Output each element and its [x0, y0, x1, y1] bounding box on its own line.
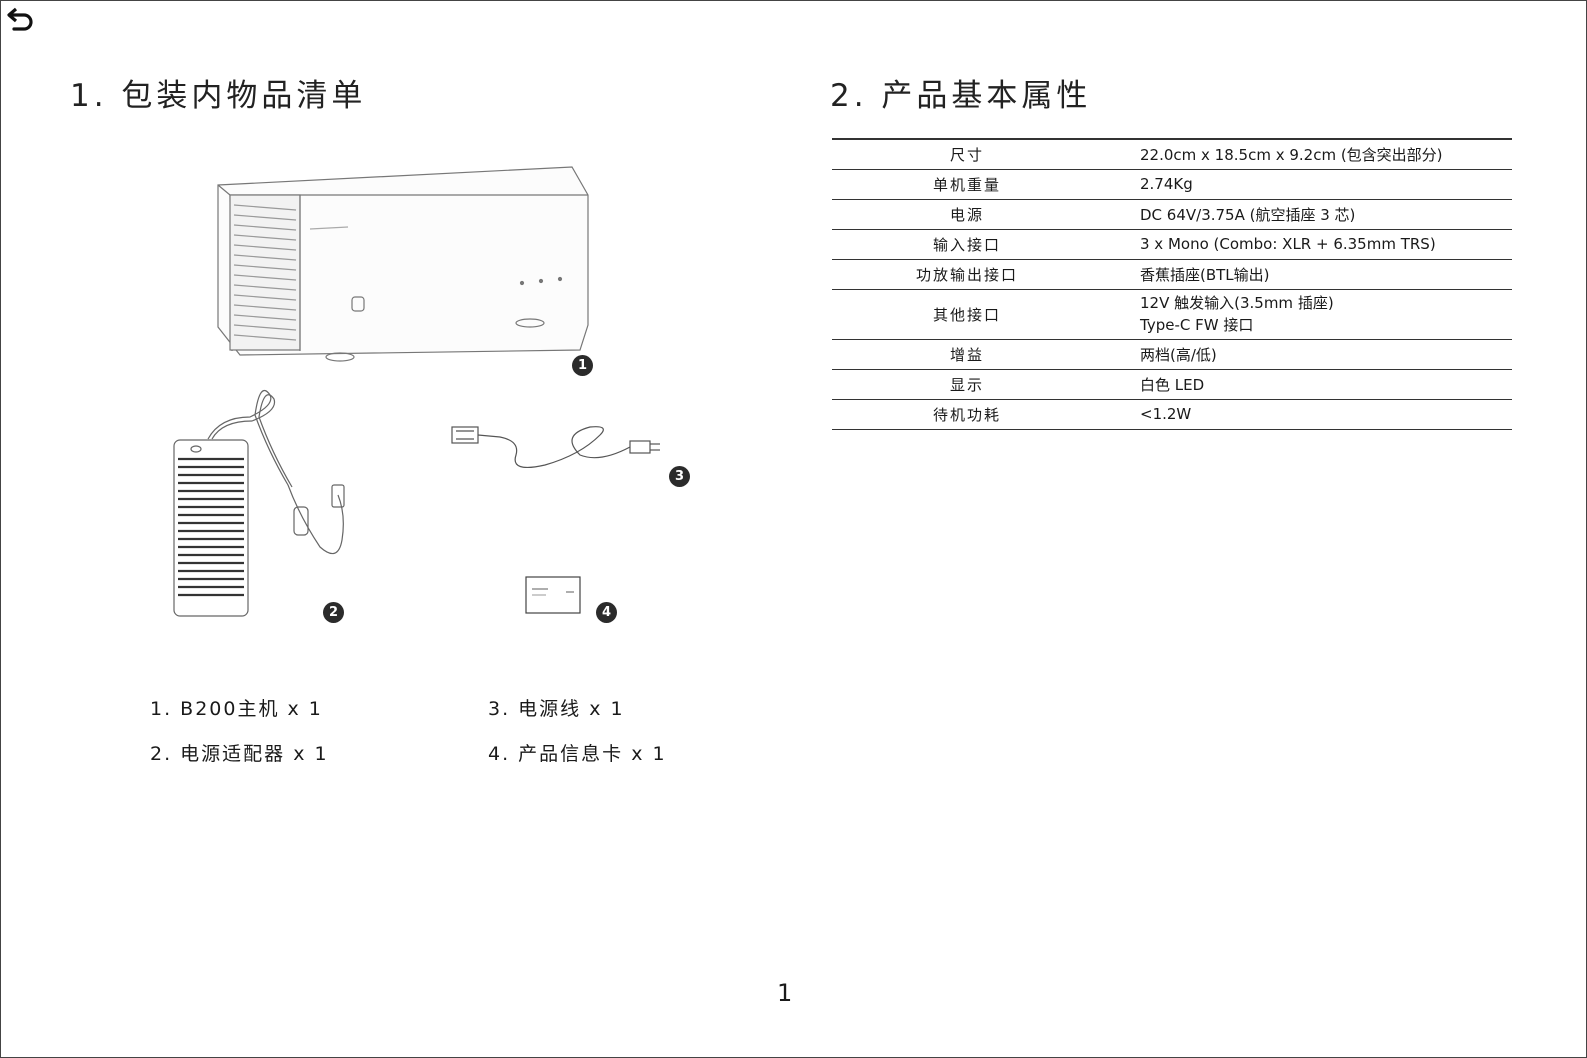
item-badge-3: 3	[669, 466, 690, 487]
spec-value: 3 x Mono (Combo: XLR + 6.35mm TRS)	[1102, 229, 1512, 259]
page-number: 1	[777, 979, 792, 1007]
spec-row: 功放输出接口香蕉插座(BTL输出)	[832, 259, 1512, 289]
power-adapter-drawing	[174, 391, 344, 617]
spec-key: 其他接口	[832, 289, 1102, 339]
item-badge-2: 2	[323, 602, 344, 623]
spec-key: 待机功耗	[832, 399, 1102, 429]
spec-key: 电源	[832, 199, 1102, 229]
spec-value: 香蕉插座(BTL输出)	[1102, 259, 1512, 289]
back-arrow-icon[interactable]	[6, 4, 36, 32]
spec-value-line-1: 12V 触发输入(3.5mm 插座)	[1140, 292, 1512, 314]
product-info-card-drawing	[526, 577, 580, 613]
spec-value: 2.74Kg	[1102, 169, 1512, 199]
spec-value: <1.2W	[1102, 399, 1512, 429]
spec-key: 功放输出接口	[832, 259, 1102, 289]
package-item-3: 3. 电源线 x 1	[488, 694, 625, 721]
spec-value: 白色 LED	[1102, 369, 1512, 399]
spec-value: 12V 触发输入(3.5mm 插座)Type-C FW 接口	[1102, 289, 1512, 339]
package-item-1: 1. B200主机 x 1	[150, 694, 323, 721]
spec-value: 两档(高/低)	[1102, 339, 1512, 369]
power-cord-drawing	[452, 427, 660, 468]
spec-row: 待机功耗<1.2W	[832, 399, 1512, 429]
package-item-2: 2. 电源适配器 x 1	[150, 739, 329, 766]
spec-value-line-2: Type-C FW 接口	[1140, 314, 1512, 336]
spec-key: 输入接口	[832, 229, 1102, 259]
item-badge-4: 4	[596, 602, 617, 623]
spec-key: 显示	[832, 369, 1102, 399]
spec-value: DC 64V/3.75A (航空插座 3 芯)	[1102, 199, 1512, 229]
b200-unit-drawing	[218, 167, 588, 361]
spec-key: 增益	[832, 339, 1102, 369]
spec-key: 单机重量	[832, 169, 1102, 199]
specs-title: 2. 产品基本属性	[830, 70, 1091, 115]
item-badge-1: 1	[572, 355, 593, 376]
spec-value: 22.0cm x 18.5cm x 9.2cm (包含突出部分)	[1102, 139, 1512, 169]
spec-row: 增益两档(高/低)	[832, 339, 1512, 369]
package-item-4: 4. 产品信息卡 x 1	[488, 739, 667, 766]
spec-row: 显示白色 LED	[832, 369, 1512, 399]
packing-list-title: 1. 包装内物品清单	[70, 70, 366, 115]
spec-key: 尺寸	[832, 139, 1102, 169]
package-contents-illustration	[160, 155, 720, 635]
